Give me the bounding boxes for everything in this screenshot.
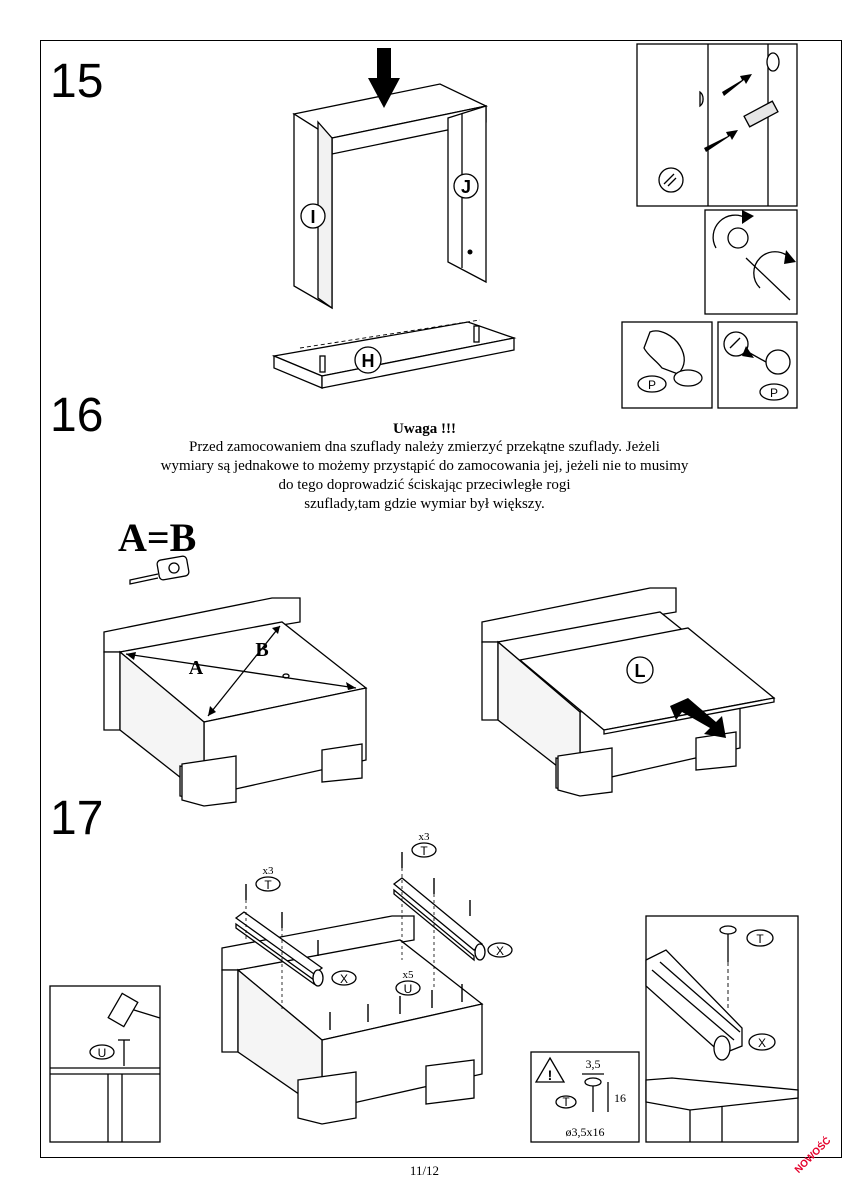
drawer-mount-runners xyxy=(221,852,486,1125)
svg-text:J: J xyxy=(461,177,471,197)
warning-line-1: Przed zamocowaniem dna szuflady należy z… xyxy=(189,439,660,455)
warning-line-2: wymiary są jednakowe to możemy przystąpi… xyxy=(160,458,689,474)
step-number-17: 17 xyxy=(50,792,104,845)
part-label-U: U xyxy=(395,980,421,996)
svg-text:I: I xyxy=(310,207,315,227)
tape-measure-icon xyxy=(129,555,190,585)
part-label-J: J xyxy=(453,173,479,199)
part-label-X-right: X xyxy=(487,942,513,958)
svg-text:H: H xyxy=(362,351,375,371)
part-label-T-right: T xyxy=(411,842,437,858)
part-label-T-left: T xyxy=(255,876,281,892)
svg-text:P: P xyxy=(648,378,656,392)
detail-hammer-box: U xyxy=(49,985,161,1143)
step-number-16: 16 xyxy=(50,389,104,442)
detail-cap-press-box: P xyxy=(621,321,713,409)
part-label-X-left: X xyxy=(331,970,357,986)
svg-text:U: U xyxy=(404,982,413,996)
warning-line-3: do tego doprowadzić ściskając przeciwleg… xyxy=(278,477,571,493)
svg-text:P: P xyxy=(770,386,778,400)
svg-text:X: X xyxy=(758,1036,766,1050)
diagonal-label-B: B xyxy=(255,639,268,661)
screw-size-label: ø3,5x16 xyxy=(566,1125,605,1139)
detail-rotate-box xyxy=(704,209,798,315)
screw-spec-box: ! T xyxy=(530,1051,640,1143)
page-number: 11/12 xyxy=(409,1163,440,1178)
drawer-insert-bottom xyxy=(481,587,776,797)
warning-title: Uwaga !!! xyxy=(393,421,456,437)
svg-text:L: L xyxy=(635,661,646,681)
screw-head-dimension: 3,5 xyxy=(586,1057,601,1071)
detail-cam-lock-box xyxy=(636,43,798,207)
detail-runner-box: T X xyxy=(645,915,799,1143)
svg-text:T: T xyxy=(264,878,272,892)
svg-text:X: X xyxy=(340,972,348,986)
qty-t-right: x3 xyxy=(419,831,431,843)
drawer-measure-diagonals xyxy=(103,597,368,807)
screw-length-dimension: 16 xyxy=(614,1091,626,1105)
part-label-L: L xyxy=(626,656,654,684)
warning-line-4: szuflady,tam gdzie wymiar był większy. xyxy=(304,496,545,512)
svg-text:!: ! xyxy=(548,1067,553,1083)
detail-cap-insert-box: P xyxy=(717,321,798,409)
step15-frame-assembly xyxy=(271,48,517,389)
part-label-I: I xyxy=(300,203,326,229)
qty-u: x5 xyxy=(403,969,415,981)
svg-text:T: T xyxy=(756,932,764,946)
diagonal-label-A: A xyxy=(189,657,204,679)
svg-text:T: T xyxy=(420,844,428,858)
svg-text:U: U xyxy=(98,1046,107,1060)
step-number-15: 15 xyxy=(50,55,104,108)
svg-text:T: T xyxy=(562,1095,570,1109)
svg-text:X: X xyxy=(496,944,504,958)
page-frame xyxy=(40,40,842,1158)
qty-t-left: x3 xyxy=(263,865,275,877)
diagonal-formula: A=B xyxy=(118,515,197,560)
part-label-H: H xyxy=(354,346,382,374)
